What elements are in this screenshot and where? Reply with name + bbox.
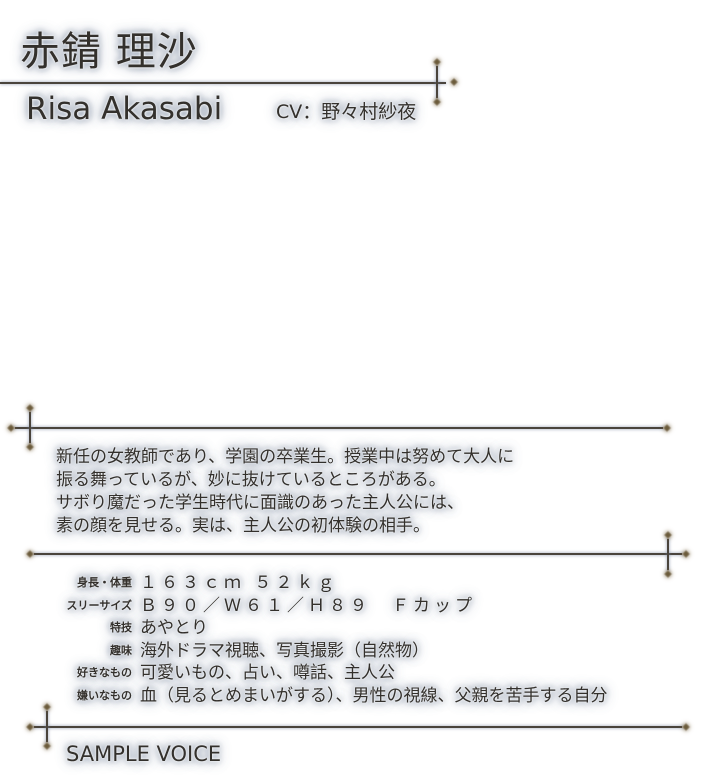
stat-label: 好きなもの [77,666,132,679]
sample-voice-ornament-left [25,722,35,732]
description-top-ornament-top [25,403,35,413]
stat-row-skill: 特技 あやとり [40,617,680,640]
stat-row-three-sizes: スリーサイズ Ｂ９０／Ｗ６１／Ｈ８９ Ｆカップ [40,595,680,618]
stat-value: Ｂ９０／Ｗ６１／Ｈ８９ Ｆカップ [140,595,476,616]
description-bottom-tick [667,535,669,575]
sample-voice-ornament-bottom [42,741,52,751]
description-bottom-ornament-right [681,549,691,559]
header-divider-ornament-bottom [432,97,442,107]
sample-voice-tick [46,707,48,747]
stat-label: スリーサイズ [66,598,132,612]
stat-value: １６３ｃｍ ５２ｋｇ [140,573,339,593]
stat-row-likes: 好きなもの 可愛いもの、占い、噂話、主人公 [40,662,680,685]
description-line: サボり魔だった学生時代に面識のあった主人公には、 [56,493,464,513]
stat-label: 特技 [110,621,132,634]
stat-label: 身長・体重 [77,576,132,589]
description-line: 新任の女教師であり、学園の卒業生。授業中は努めて大人に [56,447,515,467]
stat-value: あやとり [140,618,208,638]
stat-row-height-weight: 身長・体重 １６３ｃｍ ５２ｋｇ [40,572,680,595]
description-top-ornament-left [6,423,16,433]
description-top-ornament-bottom [25,442,35,452]
description-line: 振る舞っているが、妙に抜けているところがある。 [56,470,446,490]
character-name-en: Risa Akasabi [26,91,223,127]
stat-value: 血（見るとめまいがする）、男性の視線、父親を苦手する自分 [140,685,608,706]
stat-row-dislikes: 嫌いなもの 血（見るとめまいがする）、男性の視線、父親を苦手する自分 [40,685,680,708]
voice-actor-credit: CV：野々村紗夜 [276,101,417,123]
header-divider [0,82,446,84]
character-stats: 身長・体重 １６３ｃｍ ５２ｋｇ スリーサイズ Ｂ９０／Ｗ６１／Ｈ８９ Ｆカップ… [40,572,680,707]
sample-voice-ornament-right [681,722,691,732]
sample-voice-button[interactable]: SAMPLE VOICE [66,742,222,766]
description-line: 素の顔を見せる。実は、主人公の初体験の相手。 [56,516,430,536]
stat-value: 海外ドラマ視聴、写真撮影（自然物） [140,640,429,661]
header-divider-ornament-top [432,57,442,67]
stat-label: 嫌いなもの [77,688,132,702]
description-bottom-ornament-left [25,549,35,559]
header-divider-ornament-right [449,77,459,87]
character-name-jp: 赤錆 理沙 [20,29,198,75]
description-top-divider [12,427,668,429]
description-top-tick [29,408,31,448]
description-bottom-divider [30,553,686,555]
sample-voice-divider [30,726,686,728]
description-top-ornament-right [662,423,672,433]
stat-value: 可愛いもの、占い、噂話、主人公 [140,663,395,683]
stat-label: 趣味 [110,643,132,657]
character-description: 新任の女教師であり、学園の卒業生。授業中は努めて大人に 振る舞っているが、妙に抜… [56,446,676,538]
header-divider-tick [436,62,438,102]
stat-row-hobby: 趣味 海外ドラマ視聴、写真撮影（自然物） [40,640,680,663]
